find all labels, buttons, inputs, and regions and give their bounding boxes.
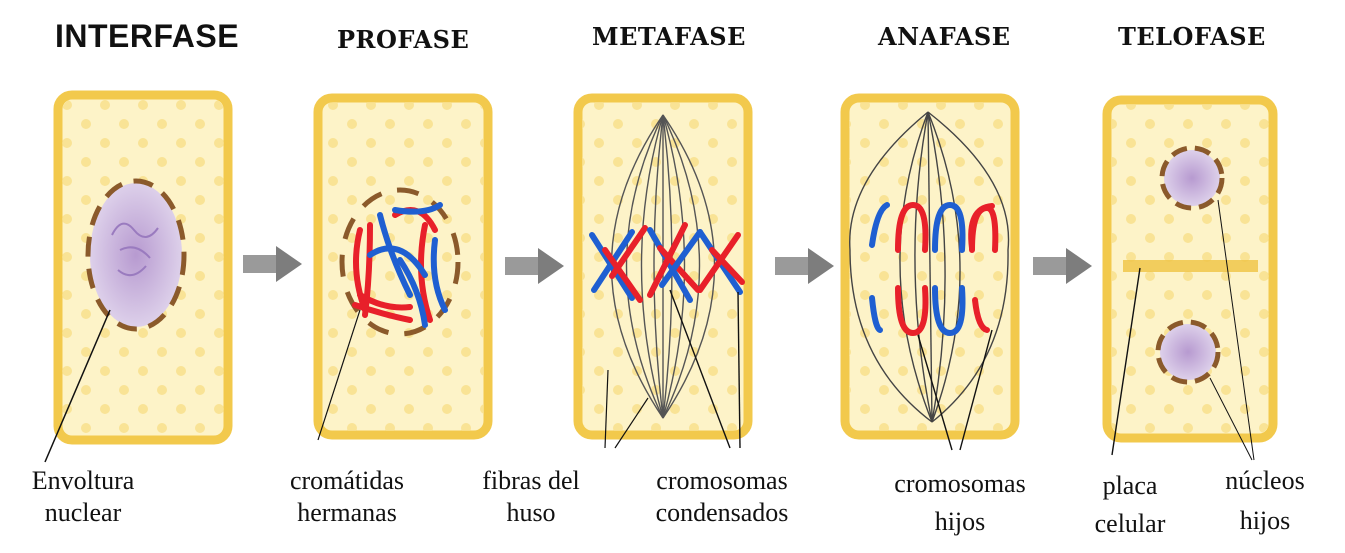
label-cromosomas-condensados: cromosomas condensados bbox=[632, 465, 812, 529]
label-nucleos-hijos: núcleos hijos bbox=[1205, 465, 1325, 537]
cell-anafase bbox=[845, 98, 1015, 450]
phase-title-profase: PROFASE bbox=[337, 25, 469, 54]
arrow-icon bbox=[505, 248, 564, 284]
label-line: celular bbox=[1080, 508, 1180, 540]
phase-title-interfase: INTERFASE bbox=[55, 18, 239, 55]
cell-metafase bbox=[578, 98, 748, 448]
arrow-icon bbox=[775, 248, 834, 284]
phase-title-metafase: METAFASE bbox=[592, 22, 746, 51]
label-line: cromosomas bbox=[880, 468, 1040, 500]
label-line: núcleos bbox=[1205, 465, 1325, 497]
label-placa-celular: placa celular bbox=[1080, 470, 1180, 540]
label-line: cromátidas bbox=[272, 465, 422, 497]
label-line: hijos bbox=[880, 506, 1040, 538]
label-line: hermanas bbox=[272, 497, 422, 529]
label-line: cromosomas bbox=[632, 465, 812, 497]
phase-title-anafase: ANAFASE bbox=[878, 22, 1011, 51]
cell-profase bbox=[318, 98, 488, 440]
cell-interfase bbox=[45, 95, 228, 462]
label-line: condensados bbox=[632, 497, 812, 529]
label-line: Envoltura bbox=[8, 465, 158, 497]
label-fibras-del-huso: fibras del huso bbox=[466, 465, 596, 529]
arrow-icon bbox=[243, 246, 302, 282]
arrow-icon bbox=[1033, 248, 1092, 284]
label-line: nuclear bbox=[8, 497, 158, 529]
label-line: fibras del bbox=[466, 465, 596, 497]
label-line: placa bbox=[1080, 470, 1180, 502]
label-line: hijos bbox=[1205, 505, 1325, 537]
cell-telofase bbox=[1107, 100, 1273, 460]
label-envoltura-nuclear: Envoltura nuclear bbox=[8, 465, 158, 529]
label-line: huso bbox=[466, 497, 596, 529]
cell-plate bbox=[1123, 260, 1258, 272]
label-cromosomas-hijos: cromosomas hijos bbox=[880, 468, 1040, 538]
phase-title-telofase: TELOFASE bbox=[1118, 22, 1266, 51]
label-cromatidas-hermanas: cromátidas hermanas bbox=[272, 465, 422, 529]
